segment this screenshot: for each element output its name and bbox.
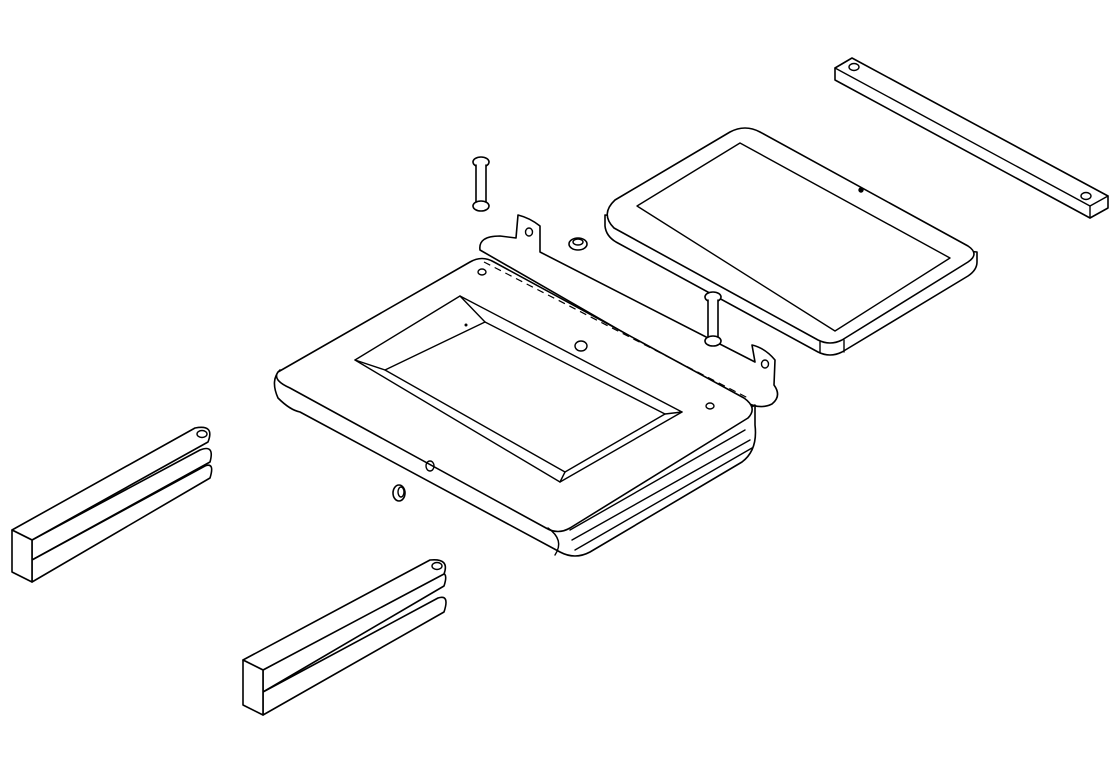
leg bbox=[242, 558, 447, 716]
leg bbox=[11, 426, 213, 583]
grommet bbox=[568, 237, 588, 251]
mounting-bracket bbox=[479, 214, 779, 409]
pin bbox=[472, 156, 490, 212]
grommet bbox=[392, 484, 406, 502]
hole bbox=[574, 340, 588, 352]
top-bar bbox=[834, 57, 1109, 219]
tablet bbox=[604, 127, 978, 356]
enclosure bbox=[273, 257, 757, 557]
pin bbox=[704, 291, 722, 347]
